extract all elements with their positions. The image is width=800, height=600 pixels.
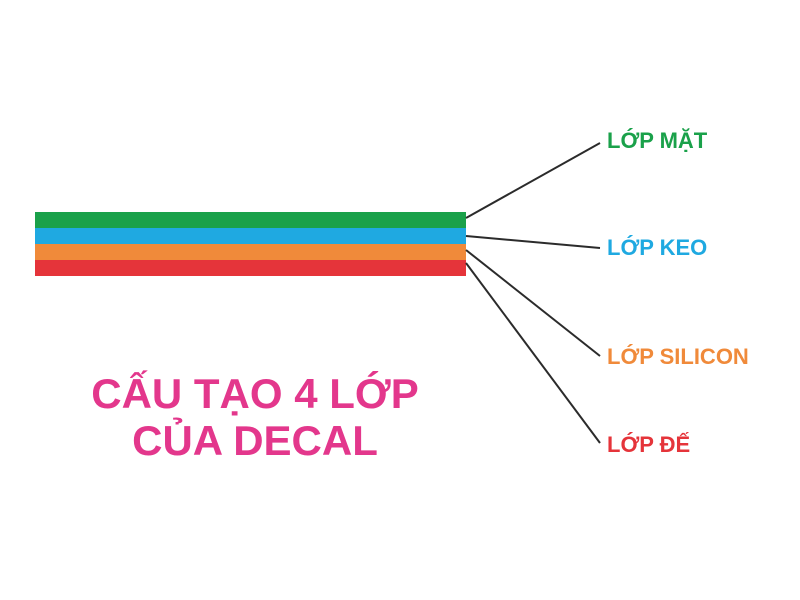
- layer-bar-face: [35, 212, 466, 228]
- label-backing-layer: LỚP ĐẾ: [607, 432, 691, 457]
- label-silicon-layer: LỚP SILICON: [607, 344, 749, 369]
- layer-bar-silicon: [35, 244, 466, 260]
- leader-line-silicon: [465, 249, 601, 357]
- leader-line-adhesive: [465, 235, 601, 249]
- label-adhesive-layer: LỚP KEO: [607, 235, 708, 260]
- leader-line-backing: [465, 262, 601, 444]
- layer-bar-backing: [35, 260, 466, 276]
- title-line-2: CỦA DECAL: [132, 417, 378, 464]
- diagram-title: CẤU TẠO 4 LỚP CỦA DECAL: [55, 370, 455, 464]
- title-line-1: CẤU TẠO 4 LỚP: [91, 370, 419, 417]
- label-face-layer: LỚP MẶT: [607, 128, 708, 153]
- leader-line-face: [465, 142, 601, 219]
- layer-bar-adhesive: [35, 228, 466, 244]
